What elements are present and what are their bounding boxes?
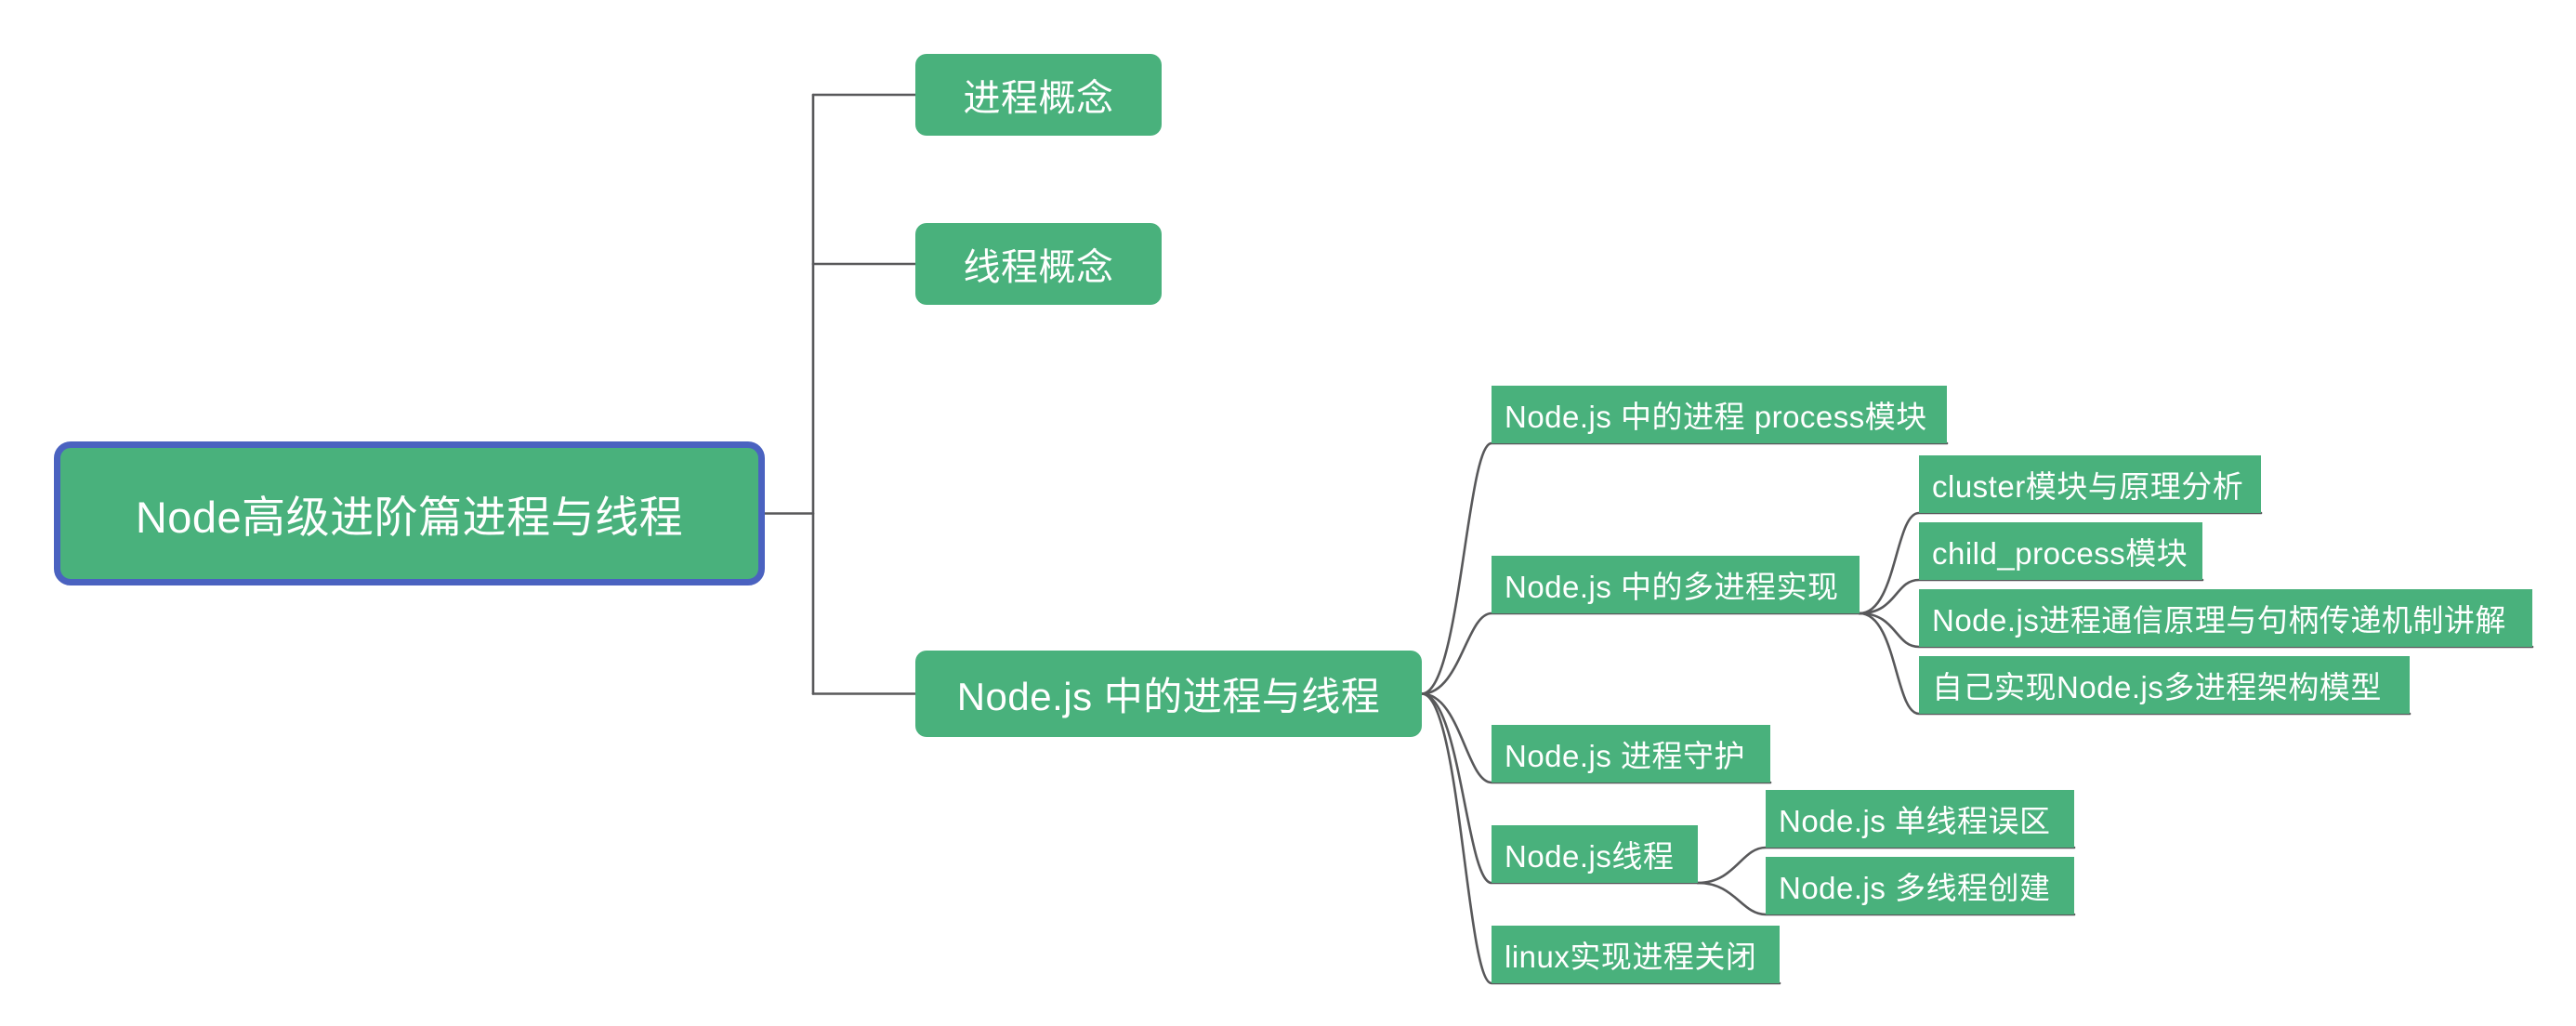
node-single-thread-myth[interactable]: Node.js 单线程误区 (1766, 790, 2074, 848)
node-label-node-process-thread: Node.js 中的进程与线程 (956, 675, 1381, 718)
node-label-node-thread: Node.js线程 (1505, 839, 1675, 874)
node-label-process-daemon: Node.js 进程守护 (1505, 739, 1746, 773)
root-node-label: Node高级进阶篇进程与线程 (135, 493, 684, 542)
node-ipc-handle[interactable]: Node.js进程通信原理与句柄传递机制讲解 (1919, 589, 2532, 647)
node-self-arch-model[interactable]: 自己实现Node.js多进程架构模型 (1919, 656, 2410, 714)
node-process-module[interactable]: Node.js 中的进程 process模块 (1492, 386, 1947, 443)
node-label-ipc-handle: Node.js进程通信原理与句柄传递机制讲解 (1932, 603, 2506, 638)
node-multi-process[interactable]: Node.js 中的多进程实现 (1492, 556, 1860, 613)
node-label-cluster-module: cluster模块与原理分析 (1932, 469, 2244, 504)
node-label-multi-thread-create: Node.js 多线程创建 (1779, 871, 2051, 905)
node-label-child-process-module: child_process模块 (1932, 536, 2188, 571)
node-linux-kill[interactable]: linux实现进程关闭 (1492, 926, 1780, 983)
node-cluster-module[interactable]: cluster模块与原理分析 (1919, 455, 2261, 513)
node-process-concept[interactable]: 进程概念 (915, 54, 1162, 136)
node-label-process-concept: 进程概念 (963, 78, 1114, 119)
node-label-linux-kill: linux实现进程关闭 (1505, 940, 1757, 974)
node-label-single-thread-myth: Node.js 单线程误区 (1779, 804, 2051, 838)
node-child-process-module[interactable]: child_process模块 (1919, 522, 2202, 580)
node-label-process-module: Node.js 中的进程 process模块 (1505, 400, 1927, 434)
node-node-thread[interactable]: Node.js线程 (1492, 825, 1698, 883)
node-label-multi-process: Node.js 中的多进程实现 (1505, 570, 1839, 604)
node-process-daemon[interactable]: Node.js 进程守护 (1492, 725, 1770, 783)
node-label-self-arch-model: 自己实现Node.js多进程架构模型 (1932, 670, 2382, 704)
root-node[interactable]: Node高级进阶篇进程与线程 (54, 441, 765, 585)
node-node-process-thread[interactable]: Node.js 中的进程与线程 (915, 651, 1422, 737)
node-multi-thread-create[interactable]: Node.js 多线程创建 (1766, 857, 2074, 914)
node-label-thread-concept: 线程概念 (963, 247, 1114, 288)
connector-path (1420, 612, 1861, 695)
node-thread-concept[interactable]: 线程概念 (915, 223, 1162, 305)
